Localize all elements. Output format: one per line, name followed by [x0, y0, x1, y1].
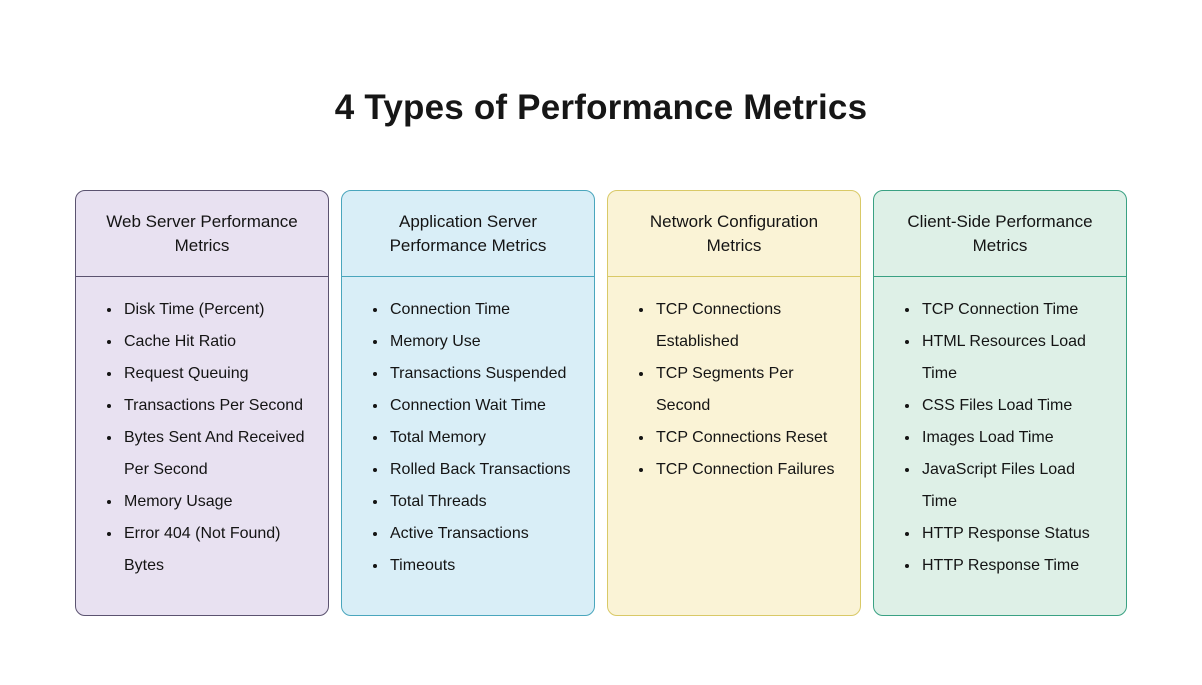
list-item: HTML Resources Load Time	[920, 326, 1110, 390]
list-item: Cache Hit Ratio	[122, 326, 312, 358]
metric-list: Disk Time (Percent) Cache Hit Ratio Requ…	[76, 277, 328, 582]
list-item: HTTP Response Time	[920, 550, 1110, 582]
list-item: Memory Usage	[122, 486, 312, 518]
list-item: TCP Segments Per Second	[654, 358, 844, 422]
list-item: TCP Connection Time	[920, 294, 1110, 326]
list-item: Bytes Sent And Received Per Second	[122, 422, 312, 486]
card-title: Web Server Performance Metrics	[76, 191, 328, 277]
list-item: HTTP Response Status	[920, 518, 1110, 550]
list-item: Transactions Suspended	[388, 358, 578, 390]
card-application-server-performance-metrics: Application Server Performance Metrics C…	[341, 190, 595, 616]
card-title: Application Server Performance Metrics	[342, 191, 594, 277]
card-client-side-performance-metrics: Client-Side Performance Metrics TCP Conn…	[873, 190, 1127, 616]
list-item: Request Queuing	[122, 358, 312, 390]
list-item: Memory Use	[388, 326, 578, 358]
list-item: Total Threads	[388, 486, 578, 518]
card-web-server-performance-metrics: Web Server Performance Metrics Disk Time…	[75, 190, 329, 616]
card-title: Client-Side Performance Metrics	[874, 191, 1126, 277]
list-item: Total Memory	[388, 422, 578, 454]
list-item: Rolled Back Transactions	[388, 454, 578, 486]
list-item: Transactions Per Second	[122, 390, 312, 422]
list-item: Timeouts	[388, 550, 578, 582]
list-item: TCP Connections Reset	[654, 422, 844, 454]
list-item: TCP Connections Established	[654, 294, 844, 358]
metric-list: Connection Time Memory Use Transactions …	[342, 277, 594, 582]
list-item: CSS Files Load Time	[920, 390, 1110, 422]
metric-list: TCP Connection Time HTML Resources Load …	[874, 277, 1126, 582]
page-title: 4 Types of Performance Metrics	[334, 88, 868, 127]
list-item: TCP Connection Failures	[654, 454, 844, 486]
card-network-configuration-metrics: Network Configuration Metrics TCP Connec…	[607, 190, 861, 616]
list-item: Connection Time	[388, 294, 578, 326]
list-item: Active Transactions	[388, 518, 578, 550]
cards-row: Web Server Performance Metrics Disk Time…	[0, 190, 1202, 616]
list-item: Connection Wait Time	[388, 390, 578, 422]
metric-list: TCP Connections Established TCP Segments…	[608, 277, 860, 486]
list-item: Images Load Time	[920, 422, 1110, 454]
list-item: Error 404 (Not Found) Bytes	[122, 518, 312, 582]
card-title: Network Configuration Metrics	[608, 191, 860, 277]
list-item: Disk Time (Percent)	[122, 294, 312, 326]
list-item: JavaScript Files Load Time	[920, 454, 1110, 518]
